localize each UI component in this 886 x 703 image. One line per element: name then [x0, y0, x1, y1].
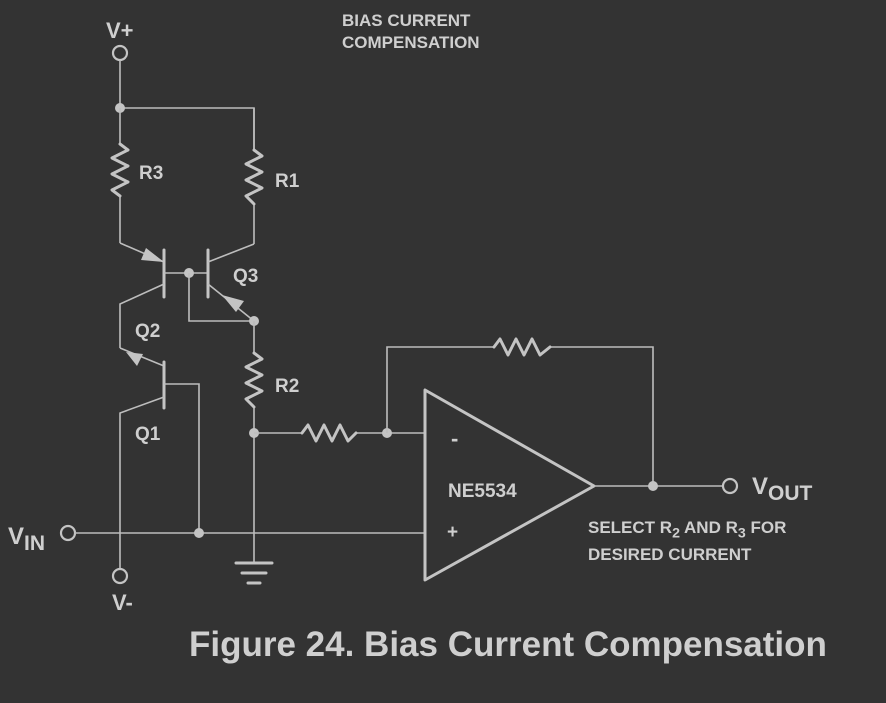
- vin-label: VIN: [8, 523, 45, 555]
- vplus-rail-wire: [119, 60, 255, 150]
- diagram-title: BIAS CURRENT COMPENSATION: [342, 10, 480, 54]
- r2-resistor: [244, 351, 264, 409]
- vminus-terminal: [111, 567, 129, 585]
- figure-caption: Figure 24. Bias Current Compensation: [189, 625, 827, 664]
- vplus-terminal: [111, 44, 129, 62]
- note-suffix: FOR: [745, 518, 787, 537]
- vminus-label: V-: [112, 590, 133, 615]
- opamp-triangle: [423, 388, 596, 582]
- r1-resistor: [244, 148, 264, 206]
- opamp-plus-label: +: [447, 522, 458, 543]
- vin-junction: [194, 528, 204, 538]
- q1-label: Q1: [135, 424, 161, 445]
- vout-label-main: V: [752, 473, 768, 500]
- q1-base-wire: [164, 383, 200, 533]
- vin-label-sub: IN: [24, 532, 45, 555]
- q1-emitter-arrow: [126, 352, 143, 366]
- q3-emitter-arrow: [222, 295, 244, 312]
- note-mid: AND R: [679, 518, 738, 537]
- diagram-title-line1: BIAS CURRENT: [342, 11, 471, 30]
- q3-label: Q3: [233, 266, 258, 287]
- r1-label: R1: [275, 171, 300, 192]
- note-prefix: SELECT R: [588, 518, 673, 537]
- q1-emitter-lead: [119, 347, 165, 367]
- r2-label: R2: [275, 376, 299, 397]
- vin-label-main: V: [8, 523, 24, 550]
- vout-label-sub: OUT: [768, 482, 813, 505]
- q3-collector-lead: [207, 243, 255, 263]
- vout-terminal: [721, 477, 739, 495]
- diagram-title-line2: COMPENSATION: [342, 33, 480, 52]
- q1-collector-lead: [119, 396, 165, 568]
- feedback-resistor: [492, 337, 552, 357]
- input-resistor: [300, 423, 358, 443]
- vplus-label: V+: [106, 18, 134, 43]
- ground-symbol: [234, 561, 274, 585]
- note-sub-2: 2: [672, 525, 680, 542]
- design-note-line1: SELECT R2 AND R3 FOR: [588, 517, 786, 544]
- base-to-r2-wire: [188, 273, 254, 322]
- q2-label: Q2: [135, 321, 160, 342]
- opamp-minus-label: -: [451, 426, 458, 451]
- opamp-label: NE5534: [448, 481, 517, 502]
- vout-label: VOUT: [752, 473, 813, 505]
- q2-emitter-arrow: [141, 248, 164, 262]
- design-note-line2: DESIRED CURRENT: [588, 545, 752, 565]
- q2-collector-lead: [119, 283, 165, 348]
- r3-label: R3: [139, 163, 163, 184]
- r3-resistor: [110, 142, 130, 198]
- design-note: SELECT R2 AND R3 FOR DESIRED CURRENT: [588, 517, 786, 566]
- feedback-wire: [386, 346, 654, 486]
- output-junction: [648, 481, 658, 491]
- note-sub-3: 3: [737, 525, 746, 542]
- vin-terminal: [59, 524, 77, 542]
